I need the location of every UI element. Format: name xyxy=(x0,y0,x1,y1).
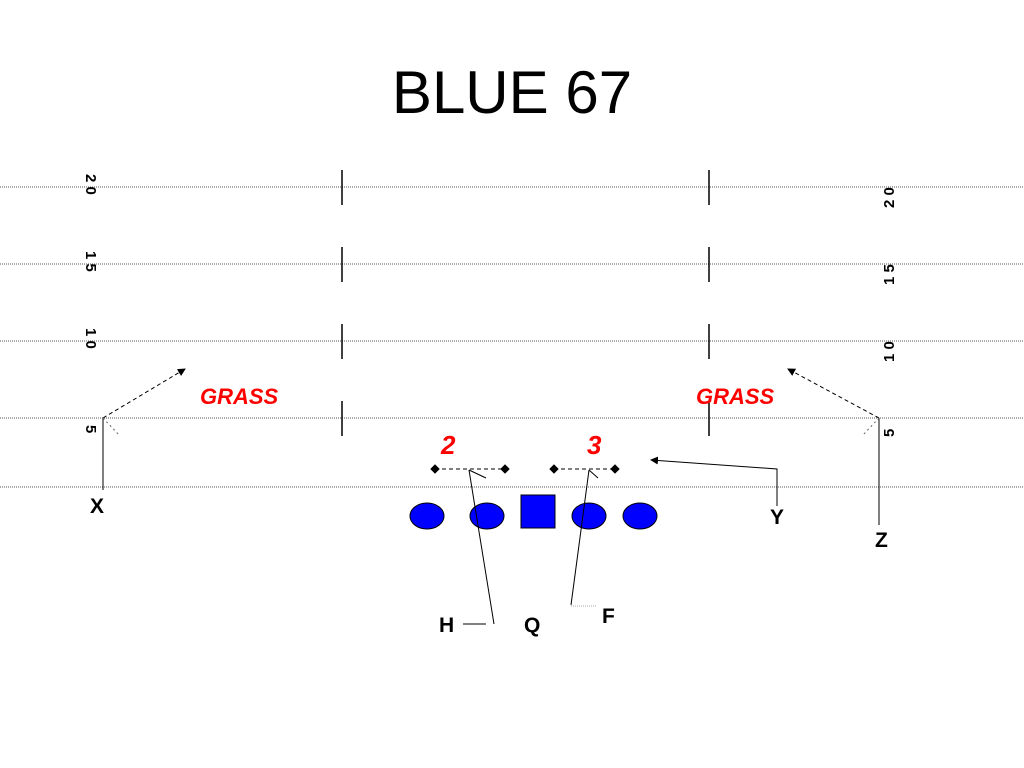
player-f-label: F xyxy=(602,605,615,628)
lineman-left-guard xyxy=(469,502,505,530)
yard-number-20-right: 2 0 xyxy=(881,187,898,208)
x-route xyxy=(102,368,186,490)
yard-number-20-left: 2 0 xyxy=(82,174,99,195)
lineman-left-tackle xyxy=(409,502,445,530)
player-h-label: H xyxy=(439,614,454,637)
y-route xyxy=(650,456,778,506)
grass-label-left: GRASS xyxy=(200,384,279,409)
page-title: BLUE 67 xyxy=(391,59,633,126)
yard-numbers-right: 2 0 1 5 1 0 5 xyxy=(881,187,898,437)
player-q-label: Q xyxy=(524,614,540,637)
gap-markers xyxy=(430,464,620,474)
yard-lines xyxy=(0,186,1024,488)
h-route xyxy=(463,469,495,625)
yard-number-15-left: 1 5 xyxy=(82,251,99,272)
yard-numbers-left: 2 0 1 5 1 0 5 xyxy=(82,174,99,433)
center xyxy=(520,494,556,529)
gap-2-label: 2 xyxy=(440,430,456,460)
player-x-label: X xyxy=(90,495,104,518)
f-route xyxy=(570,469,599,607)
yard-number-10-right: 1 0 xyxy=(881,341,898,362)
grass-label-right: GRASS xyxy=(696,384,775,409)
yard-number-10-left: 1 0 xyxy=(82,328,99,349)
lineman-right-tackle xyxy=(622,502,658,530)
yard-number-15-right: 1 5 xyxy=(881,264,898,285)
gap-3-label: 3 xyxy=(587,430,602,460)
offensive-line xyxy=(409,494,658,530)
yard-number-5-left: 5 xyxy=(82,425,99,433)
player-z-label: Z xyxy=(875,529,888,552)
lineman-right-guard xyxy=(571,502,607,530)
yard-number-5-right: 5 xyxy=(881,429,898,437)
z-route xyxy=(787,368,880,525)
player-y-label: Y xyxy=(770,506,784,529)
hash-marks xyxy=(341,170,710,436)
